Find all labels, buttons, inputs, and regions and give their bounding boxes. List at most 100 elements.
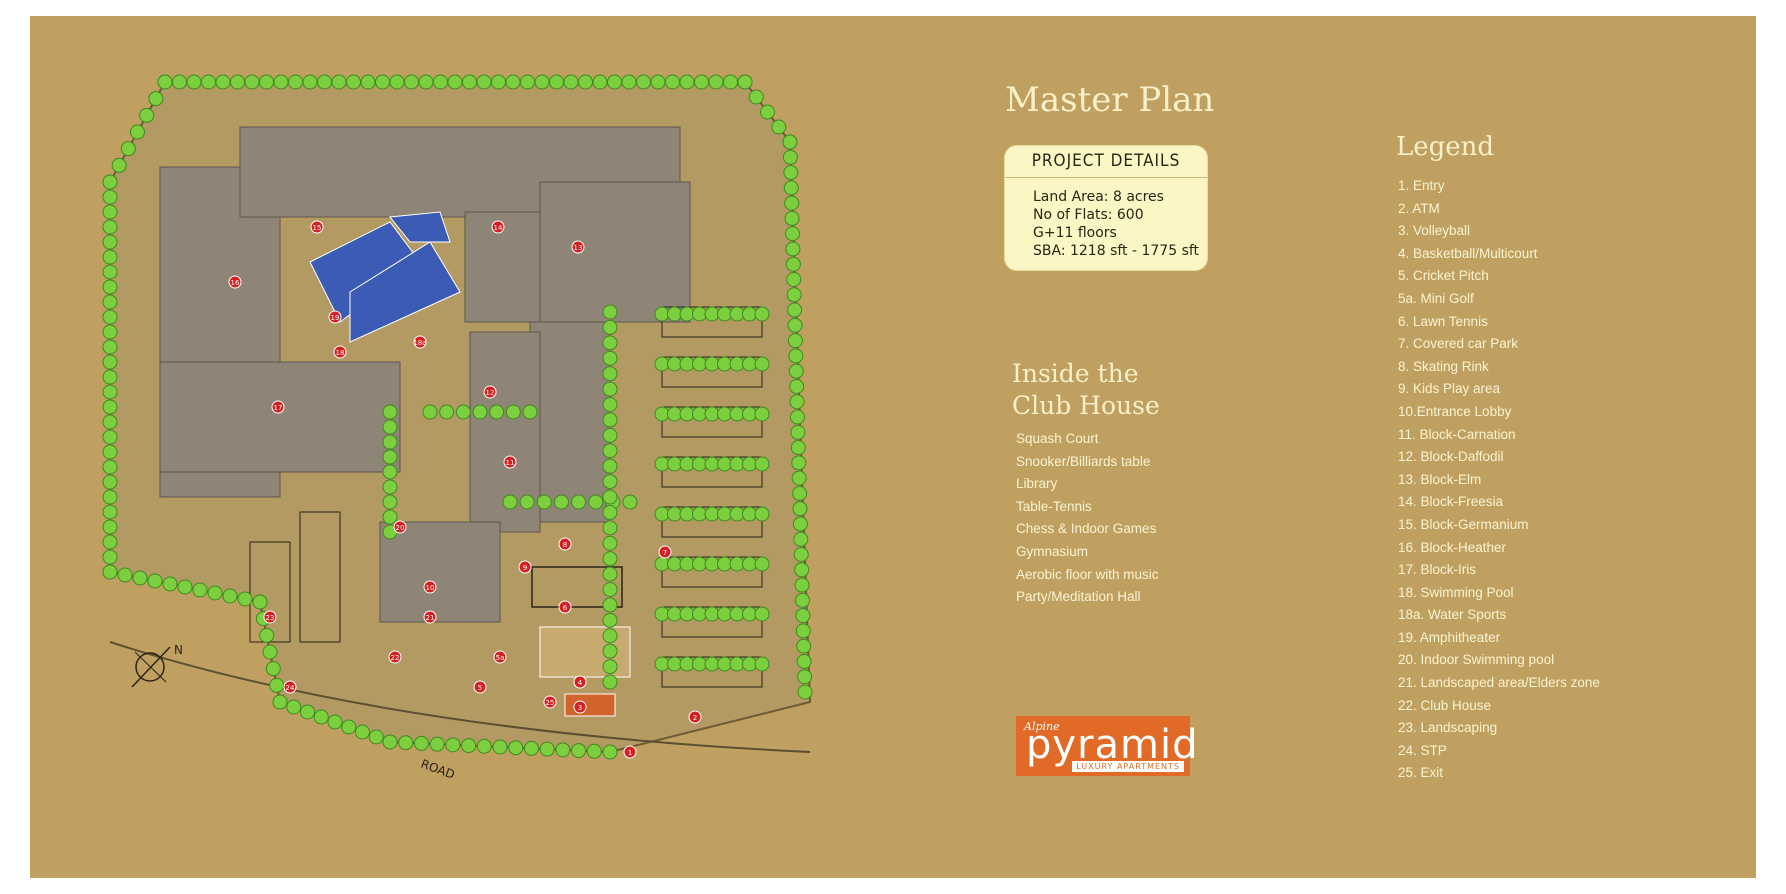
tree [692,356,707,372]
tree [754,656,770,672]
tree [571,743,587,759]
map-marker: 18 [333,345,347,359]
tree [331,74,347,90]
tree [754,306,770,322]
tree [754,606,770,622]
tree [654,606,670,622]
tree [785,226,800,242]
tree [654,306,670,322]
project-detail-item: Land Area: 8 acres [1033,189,1164,205]
tree [622,494,638,510]
tree [729,456,745,472]
tree [771,119,787,135]
tree [563,74,579,90]
tree [789,394,805,410]
tree [729,356,745,372]
map-marker-label: 20 [396,524,405,532]
tree [602,566,618,582]
tree [708,74,724,90]
tree [787,302,803,318]
tree [717,456,732,472]
map-marker: 18a [413,335,427,349]
tree [679,606,695,622]
tree [368,729,384,745]
tree [472,404,488,420]
tree [571,494,587,510]
map-marker: 7 [658,545,672,559]
legend-item: 23. Landscaping [1398,720,1498,736]
tree [692,556,707,572]
tree [748,89,764,105]
tree [786,287,802,303]
legend-item: 6. Lawn Tennis [1398,313,1488,329]
road [109,641,811,753]
map-marker-dot [558,600,572,614]
tree [172,74,187,90]
tree [102,384,118,400]
tree [317,74,332,90]
tree [102,489,118,505]
tree [679,656,695,672]
tree [382,419,398,435]
tree [667,406,682,422]
tree [793,547,809,562]
tree [679,456,695,472]
tree [157,74,173,90]
map-marker: 5 [473,680,487,694]
tree [300,704,315,720]
tree [237,591,253,607]
tree [102,189,118,205]
map-marker-dot [518,560,532,574]
legend-item: 17. Block-Iris [1398,562,1477,578]
project-detail-item: SBA: 1218 sft - 1775 sft [1033,243,1200,259]
legend-item: 16. Block-Heather [1398,539,1507,555]
tree [102,234,118,250]
tree [667,356,682,372]
club-house-item: Chess & Indoor Games [1016,521,1157,537]
tree [230,74,245,90]
tree [789,378,805,394]
map-marker-dot [473,680,487,694]
tree [102,474,118,490]
tree [602,443,618,459]
tree [654,456,670,472]
club-house-item: Aerobic floor with music [1016,566,1159,582]
tree [787,317,803,333]
tree [147,573,163,589]
tree [439,404,455,420]
tree [754,406,770,422]
tree [754,506,770,522]
map-marker-label: 18a [413,339,426,347]
map-marker-dot [573,675,587,689]
map-marker-label: 3 [578,704,582,712]
tree [795,623,811,639]
tree [650,74,666,90]
tree [792,516,808,532]
tree [508,740,524,756]
map-marker-label: 14 [494,224,503,232]
map-marker: 8 [558,537,572,551]
map-marker-label: 12 [486,389,495,397]
map-marker-label: 24 [286,684,295,692]
tree [602,504,618,520]
tree [476,74,492,90]
tree [717,506,732,522]
project-details-box: PROJECT DETAILS Land Area: 8 acres No of… [1005,146,1207,270]
tree [602,535,618,551]
legend-item: 13. Block-Elm [1398,471,1482,487]
tree [602,744,618,760]
tree [382,434,398,450]
tree [667,606,682,622]
page-title: Master Plan [1005,80,1215,120]
tree [602,582,618,597]
tree [667,656,682,672]
tree [704,406,720,422]
tree [692,306,707,322]
club-house-heading: Inside the Club House [1012,358,1160,422]
tree [792,485,808,501]
tree [148,91,164,107]
tree [375,74,390,90]
tree [259,74,274,90]
map-marker: 3 [573,700,587,714]
